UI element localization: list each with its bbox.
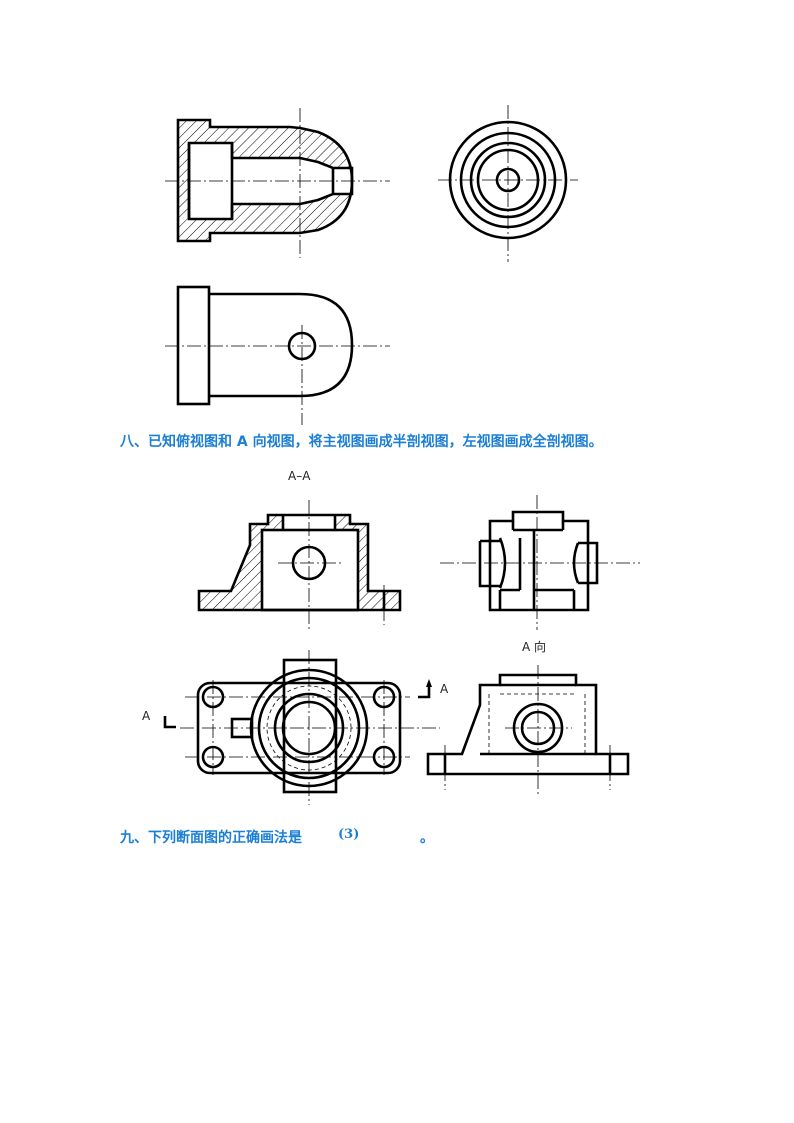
figure-a-direction-view: A 向 (426, 639, 630, 795)
figure-sectioned-front-view (165, 108, 390, 258)
figure-left-section (440, 495, 640, 630)
question-8-text: 八、已知俯视图和 A 向视图，将主视图画成半剖视图，左视图画成全剖视图。 (120, 434, 603, 450)
label-arrow-a-right: A (440, 682, 449, 696)
question-9-text: 九、下列断面图的正确画法是 (120, 830, 302, 846)
figure-section-a-a: A–A (197, 469, 402, 630)
question-9-answer: (3) (338, 827, 360, 842)
figure-top-plan-view: A A (142, 650, 449, 805)
figure-end-view (438, 105, 578, 262)
question-9-end: 。 (420, 830, 434, 846)
figure-top-view (165, 285, 390, 425)
label-arrow-a-left: A (142, 709, 151, 723)
label-view-a: A 向 (522, 639, 546, 654)
label-section-a-a: A–A (288, 469, 311, 483)
question-9: 九、下列断面图的正确画法是 (3) 。 (120, 827, 434, 847)
